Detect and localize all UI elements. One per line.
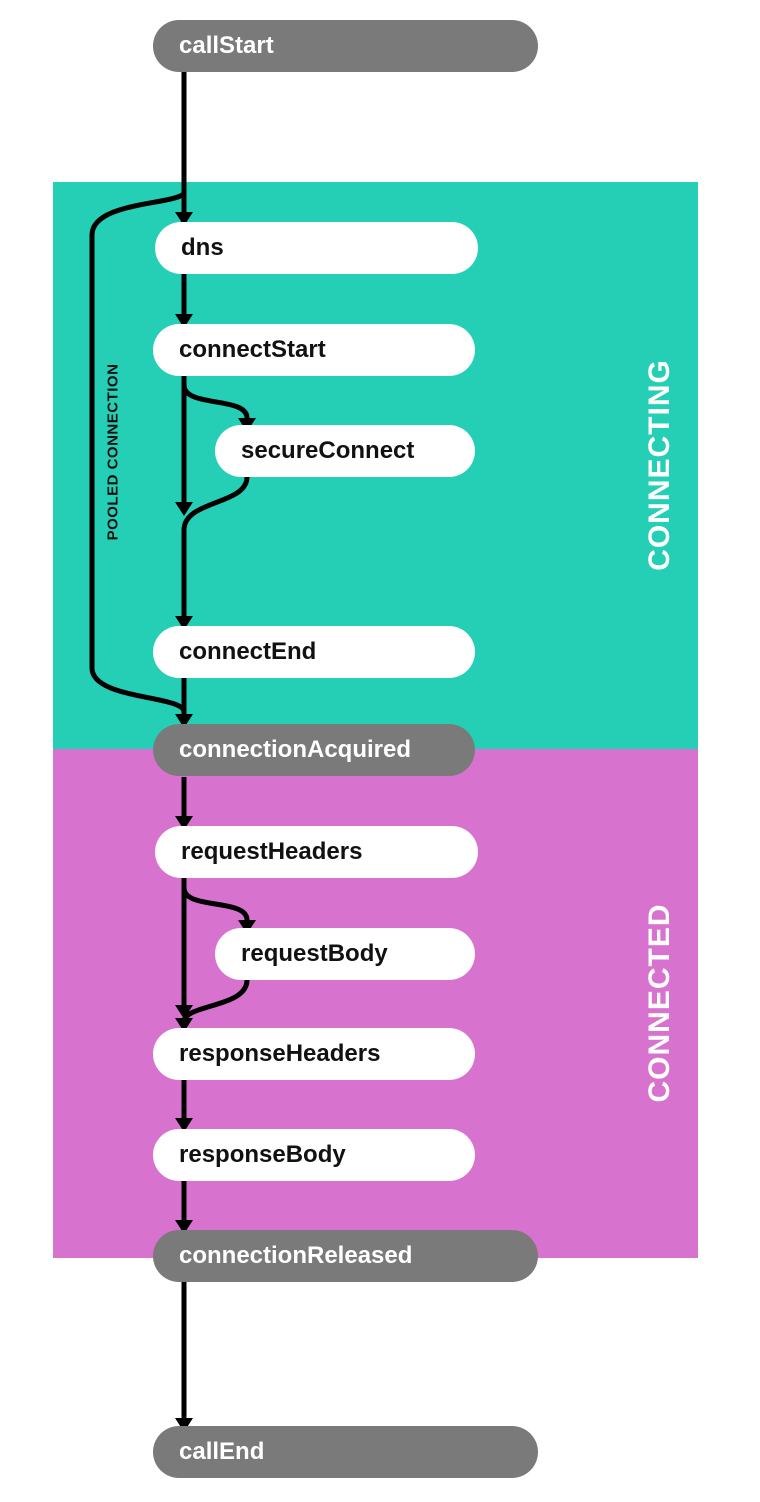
arrowhead xyxy=(175,1118,193,1132)
pooled-connection-path xyxy=(89,190,187,714)
event-call-start: callStart xyxy=(153,20,538,72)
event-call-end: callEnd xyxy=(153,1426,538,1478)
arrow-requestheaders-requestbody xyxy=(181,887,250,921)
arrowhead xyxy=(175,816,193,830)
arrowhead xyxy=(175,714,193,728)
event-connection-released: connectionReleased xyxy=(153,1230,538,1282)
arrowhead xyxy=(175,1220,193,1234)
arrowhead xyxy=(175,1418,193,1432)
arrow-requestbody-merge xyxy=(181,979,250,1023)
arrow-secure-merge xyxy=(181,476,250,616)
arrowhead xyxy=(175,616,193,630)
arrowhead xyxy=(175,1005,193,1019)
pooled-connection-label: POOLED CONNECTION xyxy=(104,363,122,541)
event-connection-acquired: connectionAcquired xyxy=(153,724,475,776)
arrowhead xyxy=(175,1018,193,1032)
event-connect-start: connectStart xyxy=(153,324,475,376)
event-response-body: responseBody xyxy=(153,1129,475,1181)
event-dns: dns xyxy=(155,222,478,274)
event-request-headers: requestHeaders xyxy=(155,826,478,878)
event-request-body: requestBody xyxy=(215,928,475,980)
event-connect-end: connectEnd xyxy=(153,626,475,678)
event-secure-connect: secureConnect xyxy=(215,425,475,477)
event-response-headers: responseHeaders xyxy=(153,1028,475,1080)
arrowhead xyxy=(238,920,256,934)
arrow-connectstart-secure xyxy=(181,384,250,419)
arrowhead xyxy=(175,212,193,226)
arrowhead xyxy=(175,502,193,516)
arrowhead xyxy=(175,314,193,328)
